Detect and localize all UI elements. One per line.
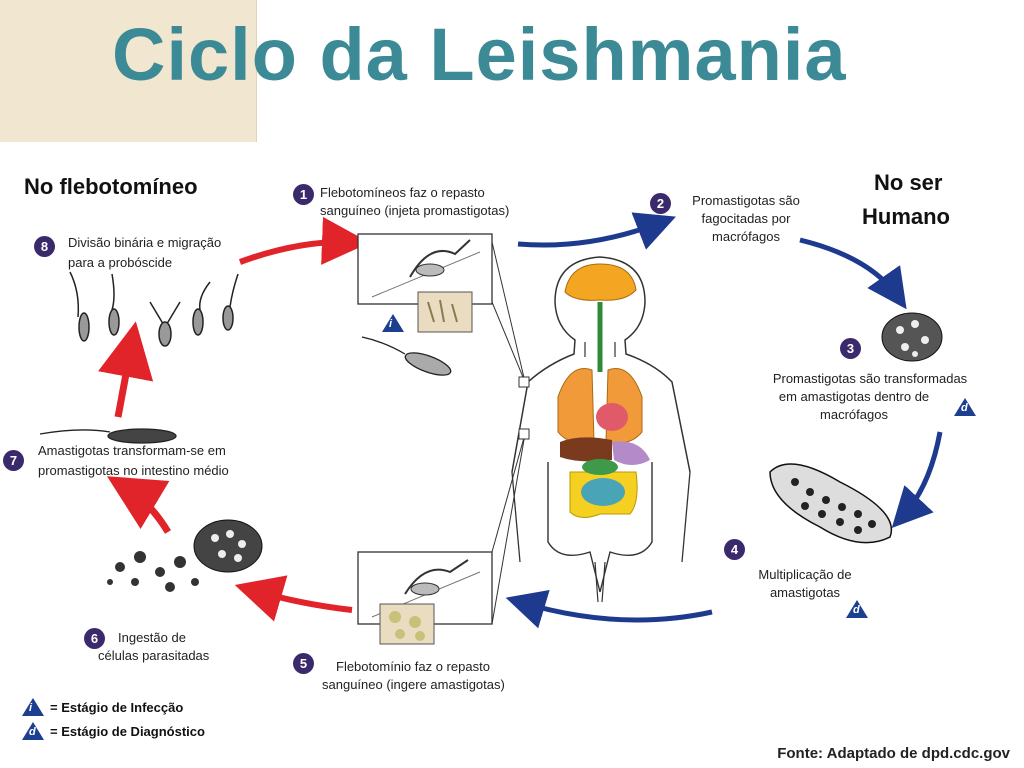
header-vector: No flebotomíneo	[24, 174, 198, 199]
step-5-line1: Flebotomínio faz o repasto	[336, 659, 490, 674]
step-8-line2: para a probóscide	[68, 255, 173, 270]
legend-infection: i = Estágio de Infecção	[22, 698, 183, 716]
diagnosis-stage-marker-icon-4: d	[846, 600, 868, 618]
infected-macrophage-3	[881, 312, 943, 362]
arrow-6-to-7	[106, 476, 172, 534]
legend-infection-label: = Estágio de Infecção	[50, 699, 184, 715]
arrow-3-to-4	[891, 431, 943, 528]
step-2-line1: Promastigotas são	[692, 193, 800, 208]
infection-legend-icon: i	[22, 698, 44, 716]
arrow-8-to-1	[238, 216, 370, 265]
step-2-line3: macrófagos	[712, 229, 780, 244]
step-3-line1: Promastigotas são transformadas	[772, 371, 968, 386]
arrow-5-to-6	[234, 575, 353, 622]
step-3-line2: em amastigotas dentro de	[778, 389, 930, 404]
leishmania-cycle-diagram: No flebotomíneo No ser Humano 1 Flebotom…	[0, 142, 1024, 768]
promastigotes-illustration	[69, 271, 239, 347]
infection-stage-marker-icon: i	[382, 314, 404, 332]
step-4-line2: amastigotas	[769, 585, 841, 600]
parasitized-cells-6	[107, 519, 263, 592]
step-5-badge: 5	[293, 653, 314, 674]
step-5-line2: sanguíneo (ingere amastigotas)	[322, 677, 505, 692]
step-1-badge: 1	[293, 184, 314, 205]
diagnosis-legend-icon: d	[22, 722, 44, 740]
arrow-1-to-2	[517, 212, 676, 250]
elongated-parasite-near-7	[39, 428, 177, 444]
arrow-7-to-8	[98, 321, 154, 418]
step-6-badge: 6	[84, 628, 105, 649]
arrow-4-to-5	[505, 590, 713, 629]
diagnosis-stage-marker-icon-3: d	[954, 398, 976, 416]
promastigote-near-1	[361, 336, 452, 376]
step-6-line2: células parasitadas	[98, 648, 210, 663]
step-6-line1: Ingestão de	[118, 630, 186, 645]
source-credit: Fonte: Adaptado de dpd.cdc.gov	[777, 745, 1010, 762]
step-4-badge: 4	[724, 539, 745, 560]
page-title: Ciclo da Leishmania	[112, 13, 847, 96]
arrow-2-to-3	[799, 237, 907, 310]
infected-macrophage-4	[769, 463, 893, 544]
sandfly-feeding-box-bottom	[357, 551, 493, 645]
step-1-line1: Flebotomíneos faz o repasto	[320, 185, 485, 200]
step-4-line1: Multiplicação de	[758, 567, 852, 582]
sandfly-feeding-box-top	[357, 233, 493, 333]
header-human-line1: No ser	[874, 170, 943, 195]
human-body-illustration	[511, 256, 691, 603]
step-8-badge: 8	[34, 236, 55, 257]
step-3-badge: 3	[840, 338, 861, 359]
step-7-badge: 7	[3, 450, 24, 471]
cycle-artwork	[39, 212, 943, 645]
step-2-badge: 2	[650, 193, 671, 214]
step-3-line3: macrófagos	[820, 407, 888, 422]
title-background-band	[0, 0, 257, 142]
step-7-line2: promastigotas no intestino médio	[38, 463, 229, 478]
legend-diagnosis-label: = Estágio de Diagnóstico	[50, 723, 205, 739]
step-7-line1: Amastigotas transformam-se em	[38, 443, 226, 458]
step-8-line1: Divisão binária e migração	[68, 235, 222, 250]
step-2-line2: fagocitadas por	[701, 211, 791, 226]
header-human-line2: Humano	[862, 204, 950, 229]
legend-diagnosis: d = Estágio de Diagnóstico	[22, 722, 205, 740]
step-1-line2: sanguíneo (injeta promastigotas)	[320, 203, 510, 218]
